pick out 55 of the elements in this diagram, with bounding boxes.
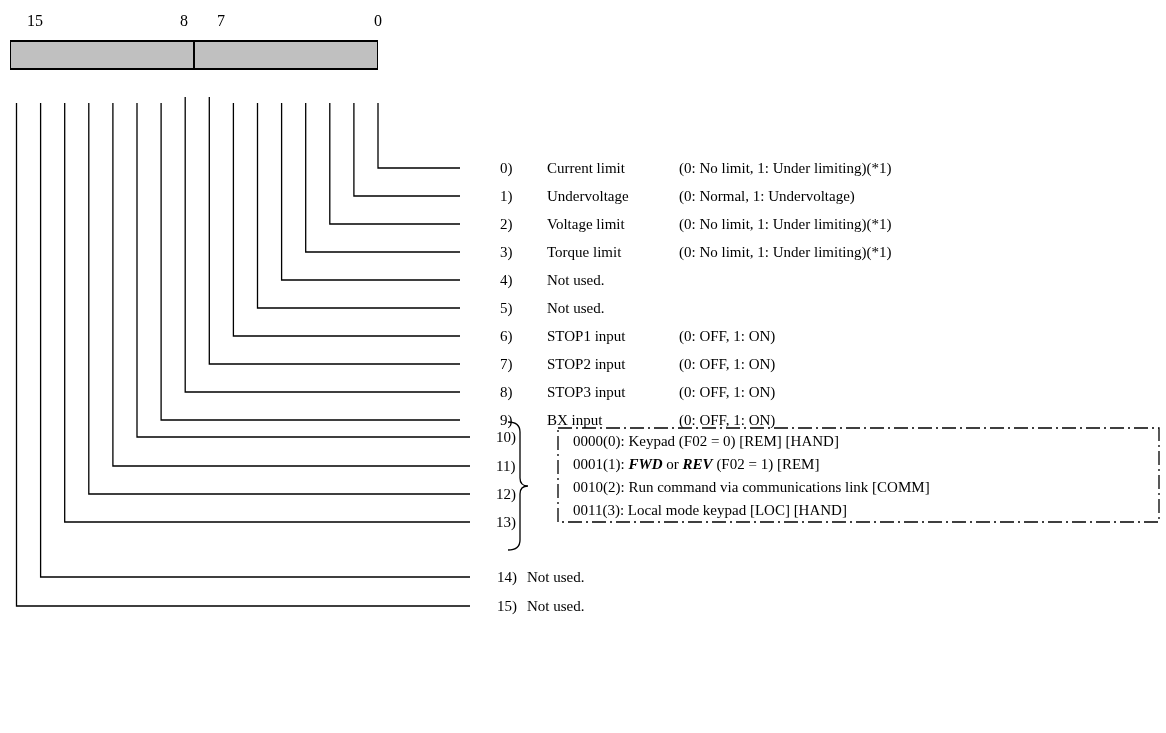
leader-line bbox=[232, 102, 461, 337]
value-description: (0: OFF, 1: ON) bbox=[679, 383, 776, 402]
leader-line bbox=[305, 102, 461, 253]
list-number: 11) bbox=[496, 457, 516, 476]
leader-line bbox=[329, 102, 461, 225]
value-description: (0: No limit, 1: Under limiting)(*1) bbox=[679, 159, 892, 178]
signal-name: STOP1 input bbox=[547, 327, 626, 346]
register-field bbox=[194, 40, 378, 70]
leader-line bbox=[353, 102, 461, 197]
signal-name: Not used. bbox=[547, 299, 605, 318]
mode-description: 0001(1): FWD or REV (F02 = 1) [REM] bbox=[573, 455, 821, 474]
list-number: 5) bbox=[500, 299, 513, 318]
value-description: (0: No limit, 1: Under limiting)(*1) bbox=[679, 215, 892, 234]
value-description: (0: OFF, 1: ON) bbox=[679, 355, 776, 374]
value-description: (0: OFF, 1: ON) bbox=[679, 327, 776, 346]
list-number: 4) bbox=[500, 271, 513, 290]
list-number: 14) bbox=[497, 568, 517, 587]
signal-name: Voltage limit bbox=[547, 215, 625, 234]
list-number: 3) bbox=[500, 243, 513, 262]
signal-name: Undervoltage bbox=[547, 187, 629, 206]
leader-line bbox=[184, 96, 461, 393]
list-number: 7) bbox=[500, 355, 513, 374]
value-description: (0: Normal, 1: Undervoltage) bbox=[679, 187, 855, 206]
signal-name: BX input bbox=[547, 411, 603, 430]
list-number: 9) bbox=[500, 411, 513, 430]
signal-name: Current limit bbox=[547, 159, 625, 178]
signal-name: STOP3 input bbox=[547, 383, 626, 402]
list-number: 6) bbox=[500, 327, 513, 346]
register-field bbox=[10, 40, 194, 70]
value-description: (0: No limit, 1: Under limiting)(*1) bbox=[679, 243, 892, 262]
mode-description: 0011(3): Local mode keypad [LOC] [HAND] bbox=[573, 501, 848, 520]
signal-name: STOP2 input bbox=[547, 355, 626, 374]
leader-line bbox=[208, 96, 461, 365]
list-number: 8) bbox=[500, 383, 513, 402]
list-number: 12) bbox=[496, 485, 516, 504]
signal-name: Not used. bbox=[527, 568, 585, 587]
list-number: 10) bbox=[496, 428, 516, 447]
mode-description: 0000(0): Keypad (F02 = 0) [REM] [HAND] bbox=[573, 432, 840, 451]
list-number: 13) bbox=[496, 513, 516, 532]
signal-name: Not used. bbox=[547, 271, 605, 290]
mode-description: 0010(2): Run command via communications link [COMM] bbox=[573, 478, 931, 497]
leader-line bbox=[256, 102, 461, 309]
list-number: 1) bbox=[500, 187, 513, 206]
leader-line bbox=[377, 102, 461, 169]
leader-line bbox=[280, 102, 461, 281]
list-number: 0) bbox=[500, 159, 513, 178]
bit-number: 0 bbox=[374, 12, 382, 30]
bit-number: 7 bbox=[217, 12, 225, 30]
bit-number: 8 bbox=[180, 12, 188, 30]
signal-name: Not used. bbox=[527, 597, 585, 616]
list-number: 15) bbox=[497, 597, 517, 616]
signal-name: Torque limit bbox=[547, 243, 622, 262]
bit-number: 15 bbox=[27, 12, 43, 30]
value-description: (0: OFF, 1: ON) bbox=[679, 411, 776, 430]
list-number: 2) bbox=[500, 215, 513, 234]
